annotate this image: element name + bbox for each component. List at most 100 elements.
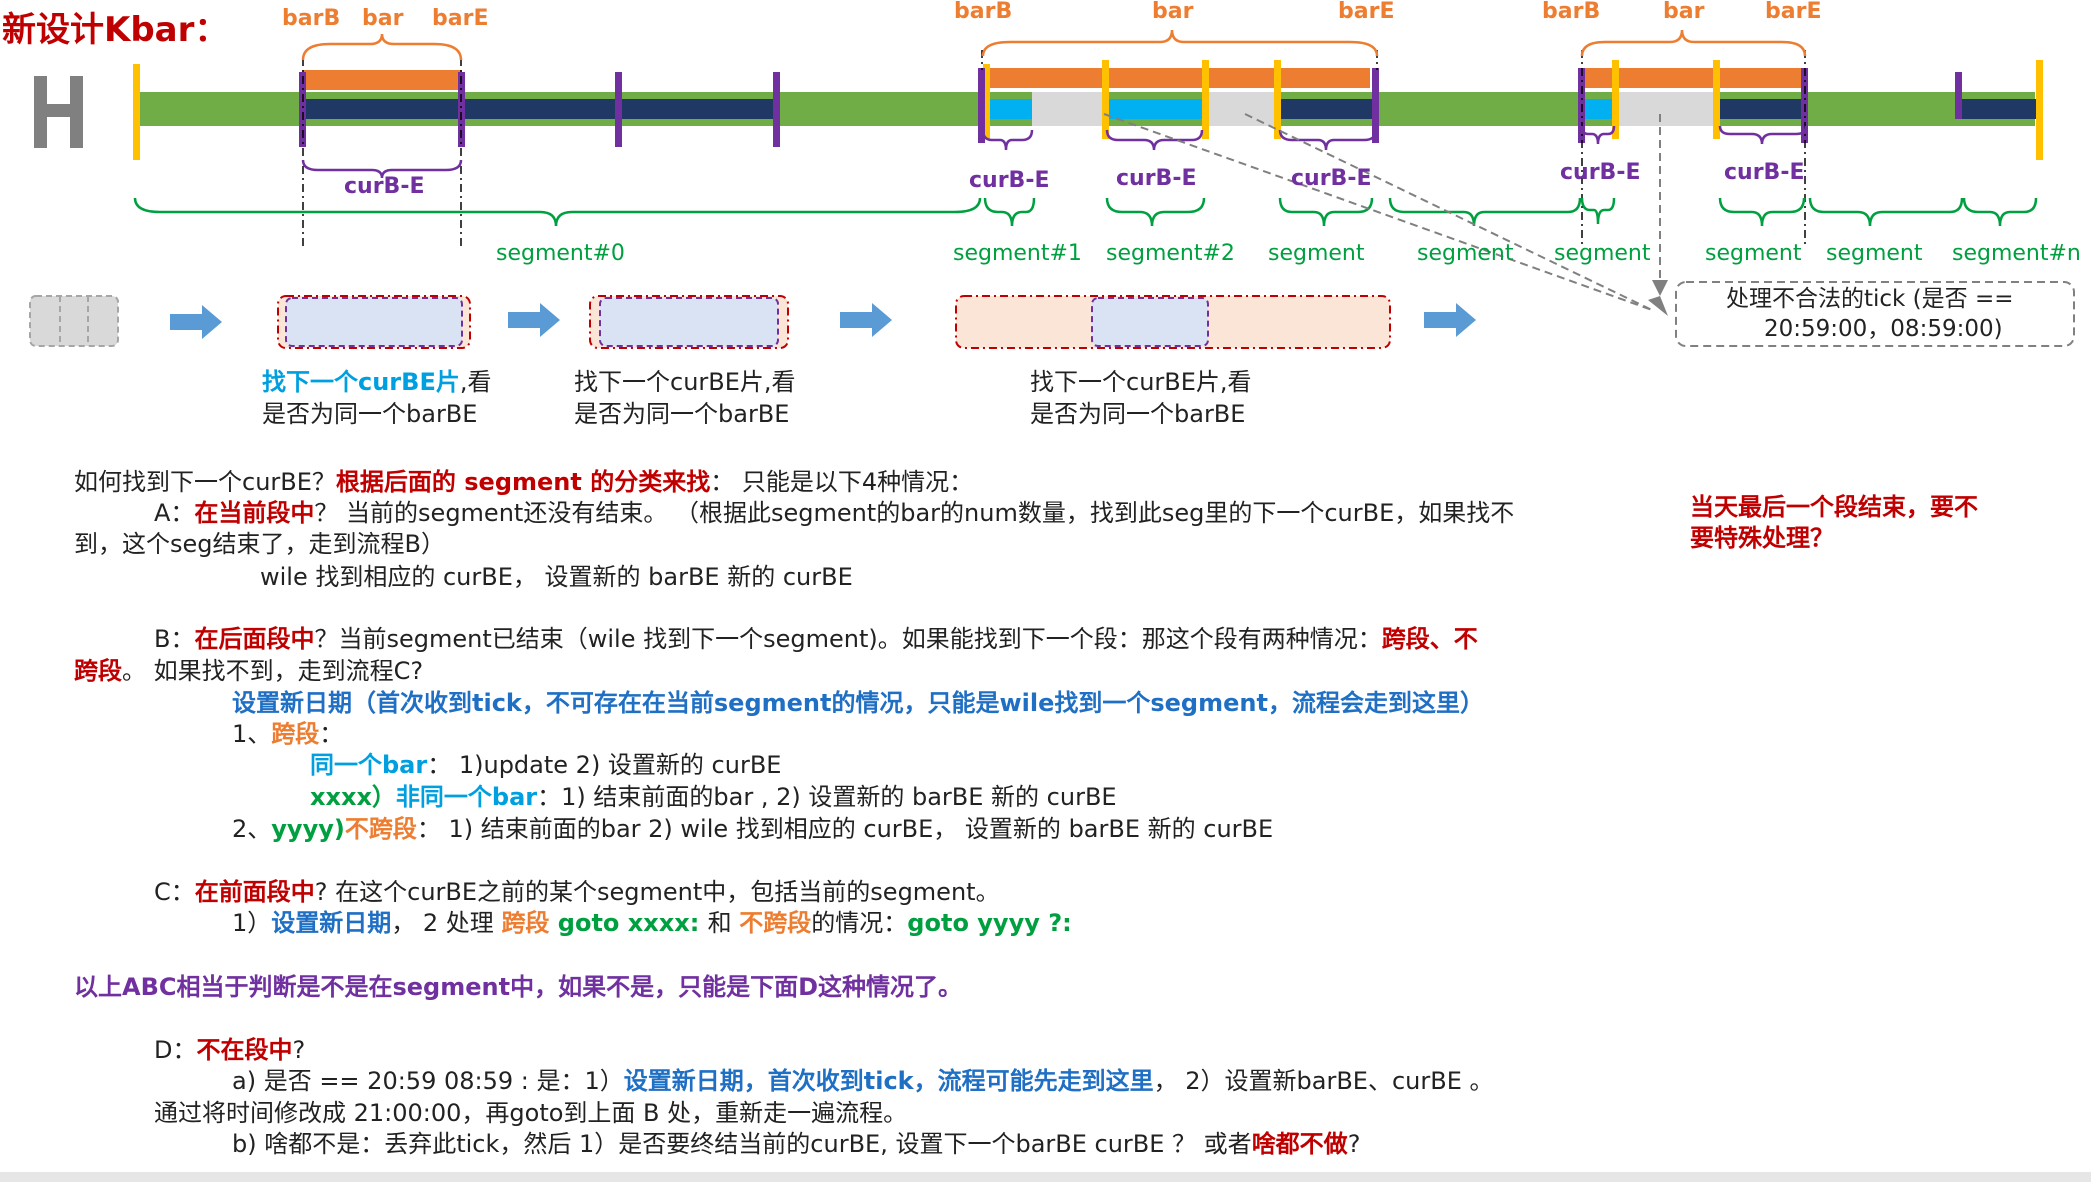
case-a-text: ？ 当前的segment还没有结束。 （根据此segment的bar的num数量…	[314, 499, 1515, 527]
right-arrow-icon	[508, 303, 560, 337]
case-b1b-text: ：1) 结束前面的bar , 2) 设置新的 barBE 新的 curBE	[537, 783, 1117, 811]
flow-caption-3b: 是否为同一个barBE	[1030, 400, 1246, 428]
caption-text: ,看	[459, 368, 492, 396]
orange-bars	[302, 68, 1806, 90]
case-d-label: D：	[154, 1036, 197, 1064]
navy-segments	[302, 99, 2036, 119]
case-b-newdate: 设置新日期（首次收到tick，不可存在在当前segment的情况，只能是wile…	[232, 689, 1484, 717]
case-a-title: 在当前段中	[194, 499, 315, 527]
illegal-tick-box	[1675, 281, 2075, 347]
intro-line: 如何找到下一个curBE？根据后面的 segment 的分类来找： 只能是以下4…	[74, 467, 973, 498]
label-segment: segment	[1417, 241, 1514, 266]
case-c-title: 在前面段中	[194, 878, 315, 906]
flow-caption-1: 找下一个curBE片,看	[262, 367, 491, 398]
case-c-line: C：在前面段中? 在这个curBE之前的某个segment中，包括当前的segm…	[154, 877, 1000, 908]
right-arrow-icon	[840, 303, 892, 337]
case-b-line2: 跨段。 如果找不到，走到流程C?	[74, 656, 423, 687]
case-da-blue: 设置新日期，首次收到tick，流程可能先走到这里	[623, 1067, 1154, 1095]
label-curbe: curB-E	[1560, 160, 1641, 185]
case-b-kua: 跨段、不	[1381, 625, 1478, 653]
case-b2-text: ： 1) 结束前面的bar 2) wile 找到相应的 curBE， 设置新的 …	[416, 815, 1274, 843]
orange-braces	[301, 29, 1807, 61]
case-b-title: 在后面段中	[194, 625, 315, 653]
case-c-text: ? 在这个curBE之前的某个segment中，包括当前的segment。	[314, 878, 1000, 906]
label-segment: segment	[1554, 241, 1651, 266]
case-da-line2: 通过将时间修改成 21:00:00，再goto到上面 B 处，重新走一遍流程。	[154, 1099, 908, 1127]
case-b-text2: 。 如果找不到，走到流程C?	[122, 657, 424, 685]
label-curbe: curB-E	[969, 168, 1050, 193]
case-db-q: ?	[1347, 1130, 1361, 1158]
flow-caption-2b: 是否为同一个barBE	[574, 400, 790, 428]
label-segment: segment#0	[496, 241, 625, 266]
case-d-title: 不在段中	[196, 1036, 293, 1064]
side-note: 要特殊处理？	[1690, 524, 1834, 552]
label-segment: segment	[1826, 241, 1923, 266]
case-da-a: a) 是否 == 20:59 08:59 : 是：1）	[232, 1067, 624, 1095]
side-note: 当天最后一个段结束，要不	[1690, 493, 1978, 521]
case-d-q: ?	[292, 1036, 306, 1064]
flow-caption-1b: 是否为同一个barBE	[262, 400, 478, 428]
page-title: 新设计Kbar：	[2, 10, 229, 50]
cyan-gray-segments	[985, 92, 1720, 126]
label-barB: barB	[282, 6, 341, 31]
case-a-line: A：在当前段中？ 当前的segment还没有结束。 （根据此segment的ba…	[154, 498, 1514, 529]
case-db-a: b) 啥都不是：丢弃此tick，然后 1）是否要终结当前的curBE, 设置下一…	[232, 1130, 1252, 1158]
dashed-arrows	[1103, 113, 1661, 311]
case-db-red: 啥都不做	[1251, 1130, 1348, 1158]
intro-emphasis: 根据后面的 segment 的分类来找	[335, 468, 711, 496]
case-b1-num: 1、	[232, 720, 272, 748]
case-b2-title: 不跨段	[344, 815, 417, 843]
arrowhead-down-icon	[1652, 280, 1668, 296]
label-curbe: curB-E	[1116, 166, 1197, 191]
right-arrow-icon	[170, 305, 222, 339]
case-c1-goto1: goto xxxx:	[549, 909, 708, 937]
flow-box-2	[589, 295, 789, 349]
flow-arrows	[170, 303, 1476, 339]
case-b1a-text: ： 1)update 2) 设置新的 curBE	[427, 751, 782, 779]
case-c1-he: 和	[707, 909, 740, 937]
label-curbe: curB-E	[1724, 160, 1805, 185]
label-barE: barE	[1765, 0, 1822, 24]
case-b1a-title: 同一个bar	[310, 751, 428, 779]
case-b1-title: 跨段	[271, 720, 320, 748]
label-barE: barE	[1338, 0, 1395, 24]
bottom-scroll-strip	[0, 1172, 2091, 1182]
case-db: b) 啥都不是：丢弃此tick，然后 1）是否要终结当前的curBE, 设置下一…	[232, 1129, 1360, 1160]
case-c1: 1）设置新日期， 2 处理 跨段 goto xxxx: 和 不跨段的情况：got…	[232, 908, 1072, 939]
case-b-text: ？当前segment已结束（wile 找到下一个segment)。如果能找到下一…	[314, 625, 1382, 653]
case-b-kua2: 跨段	[74, 657, 122, 685]
label-segment: segment#2	[1106, 241, 1235, 266]
flow-box-3	[955, 295, 1391, 349]
label-bar: bar	[362, 6, 404, 31]
case-da: a) 是否 == 20:59 08:59 : 是：1）设置新日期，首次收到tic…	[232, 1066, 1494, 1097]
case-a-line2: 到，这个seg结束了，走到流程B）	[74, 530, 445, 558]
intro-rest: ： 只能是以下4种情况：	[710, 468, 974, 496]
label-barE: barE	[432, 6, 489, 31]
case-b-line: B：在后面段中？当前segment已结束（wile 找到下一个segment)。…	[154, 624, 1478, 655]
case-b1-colon: ：	[319, 720, 344, 748]
label-bar: bar	[1152, 0, 1194, 24]
case-b-label: B：	[154, 625, 195, 653]
case-d-line: D：不在段中?	[154, 1035, 305, 1066]
case-c1-b: ， 2 处理	[391, 909, 502, 937]
label-segment: segment	[1268, 241, 1365, 266]
label-segment: segment#n	[1952, 241, 2081, 266]
case-b2: 2、yyyy)不跨段： 1) 结束前面的bar 2) wile 找到相应的 cu…	[232, 814, 1273, 845]
case-b1b-xxxx: xxxx）	[310, 783, 396, 811]
intro-question: 如何找到下一个curBE？	[74, 468, 336, 496]
case-c-label: C：	[154, 878, 195, 906]
gold-ticks	[133, 60, 2043, 160]
flow-box-1	[277, 295, 471, 349]
summary-line: 以上ABC相当于判断是不是在segment中，如果不是，只能是下面D这种情况了。	[74, 973, 962, 1001]
flow-caption-2: 找下一个curBE片,看	[574, 368, 796, 396]
arrowhead-icon	[1648, 296, 1668, 316]
right-arrow-icon	[1424, 303, 1476, 337]
illegal-tick-text: 处理不合法的tick (是否 ==	[1726, 286, 2014, 312]
case-c1-bukua: 不跨段	[739, 909, 812, 937]
case-c1-qing: 的情况：	[811, 909, 908, 937]
case-b1b-title: 非同一个bar	[395, 783, 538, 811]
case-b1: 1、跨段：	[232, 719, 343, 750]
label-barB: barB	[954, 0, 1013, 24]
illegal-tick-text: 20:59:00，08:59:00)	[1764, 316, 2003, 342]
label-curbe: curB-E	[344, 174, 425, 199]
